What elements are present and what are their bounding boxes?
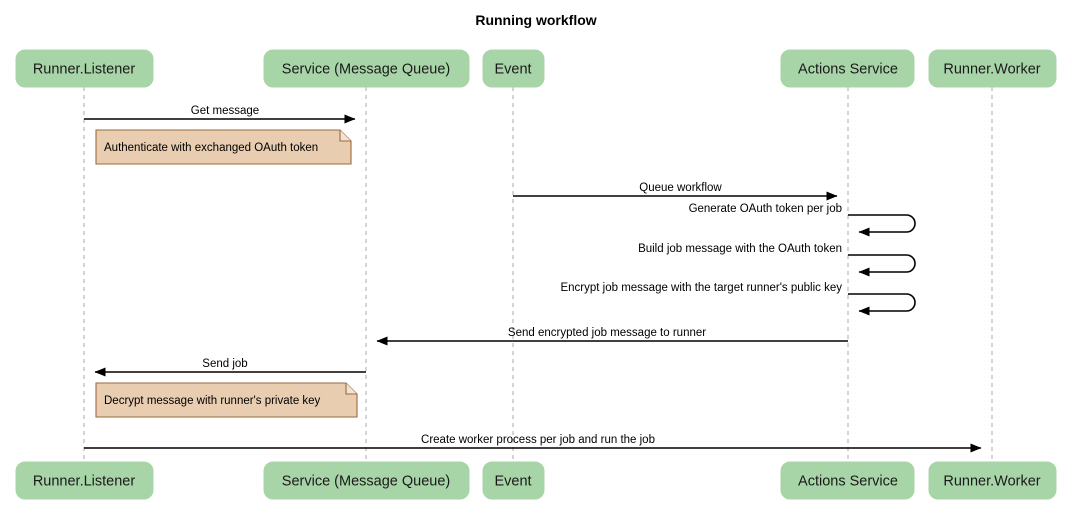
message-queue-workflow[interactable]: Queue workflow: [513, 182, 838, 201]
message-label: Encrypt job message with the target runn…: [560, 282, 842, 294]
lifelines-layer: [83, 87, 993, 462]
message-send-encrypted-job-message[interactable]: Send encrypted job message to runner: [376, 327, 848, 346]
message-self-loop-path: [848, 214, 916, 237]
message-create-worker-process[interactable]: Create worker process per job and run th…: [84, 434, 982, 453]
note-fold-corner: [345, 383, 357, 395]
participant-label: Runner.Listener: [33, 473, 136, 489]
participants-footer-row: Runner.Listener Service (Message Queue) Ev…: [15, 461, 1057, 500]
participant-box: [482, 461, 545, 500]
note-fold-corner: [339, 130, 351, 142]
participant-service-mq-bottom[interactable]: Service (Message Queue): [263, 461, 470, 500]
participant-box: [780, 461, 915, 500]
message-label: Get message: [191, 105, 259, 117]
participant-label: Service (Message Queue): [282, 61, 450, 77]
message-label: Build job message with the OAuth token: [638, 243, 842, 255]
participant-event-top[interactable]: Event: [482, 49, 545, 88]
message-build-job-message[interactable]: Build job message with the OAuth token: [638, 243, 916, 277]
participant-label: Runner.Listener: [33, 61, 136, 77]
participant-actions-service-bottom[interactable]: Actions Service: [780, 461, 915, 500]
note-decrypt[interactable]: Decrypt message with runner's private ke…: [95, 382, 358, 418]
participant-runner-listener-top[interactable]: Runner.Listener: [15, 49, 154, 88]
participant-runner-worker-top[interactable]: Runner.Worker: [928, 49, 1057, 88]
message-label: Queue workflow: [639, 182, 722, 194]
message-label: Send job: [202, 358, 247, 370]
note-authenticate[interactable]: Authenticate with exchanged OAuth token: [95, 129, 352, 165]
message-self-loop-path: [848, 254, 916, 277]
participant-label: Runner.Worker: [943, 61, 1040, 77]
message-get-message[interactable]: Get message: [84, 105, 356, 124]
notes-layer: Authenticate with exchanged OAuth tokenD…: [95, 129, 358, 418]
participant-label: Actions Service: [798, 61, 898, 77]
participant-label: Event: [494, 61, 531, 77]
message-encrypt-job-message[interactable]: Encrypt job message with the target runn…: [560, 282, 916, 316]
participant-box: [780, 49, 915, 88]
page-title: Running workflow: [475, 12, 596, 28]
note-label: Decrypt message with runner's private ke…: [104, 395, 321, 407]
message-label: Send encrypted job message to runner: [508, 327, 706, 339]
message-self-loop-path: [848, 293, 916, 316]
participant-actions-service-top[interactable]: Actions Service: [780, 49, 915, 88]
participant-label: Actions Service: [798, 473, 898, 489]
participant-event-bottom[interactable]: Event: [482, 461, 545, 500]
participant-box: [928, 49, 1057, 88]
note-label: Authenticate with exchanged OAuth token: [104, 142, 318, 154]
participant-box: [482, 49, 545, 88]
participant-box: [263, 49, 470, 88]
message-label: Generate OAuth token per job: [689, 203, 842, 215]
participant-service-mq-top[interactable]: Service (Message Queue): [263, 49, 470, 88]
message-generate-oauth-token[interactable]: Generate OAuth token per job: [689, 203, 916, 237]
note-body: [95, 382, 358, 418]
note-body: [95, 129, 352, 165]
participant-label: Event: [494, 473, 531, 489]
participant-label: Runner.Worker: [943, 473, 1040, 489]
participant-runner-listener-bottom[interactable]: Runner.Listener: [15, 461, 154, 500]
message-label: Create worker process per job and run th…: [421, 434, 655, 446]
participant-box: [928, 461, 1057, 500]
message-send-job[interactable]: Send job: [94, 358, 366, 377]
participant-box: [15, 49, 154, 88]
participant-box: [15, 461, 154, 500]
participant-box: [263, 461, 470, 500]
participants-header-row: Runner.Listener Service (Message Queue) Ev…: [15, 49, 1057, 88]
participant-label: Service (Message Queue): [282, 473, 450, 489]
participant-runner-worker-bottom[interactable]: Runner.Worker: [928, 461, 1057, 500]
